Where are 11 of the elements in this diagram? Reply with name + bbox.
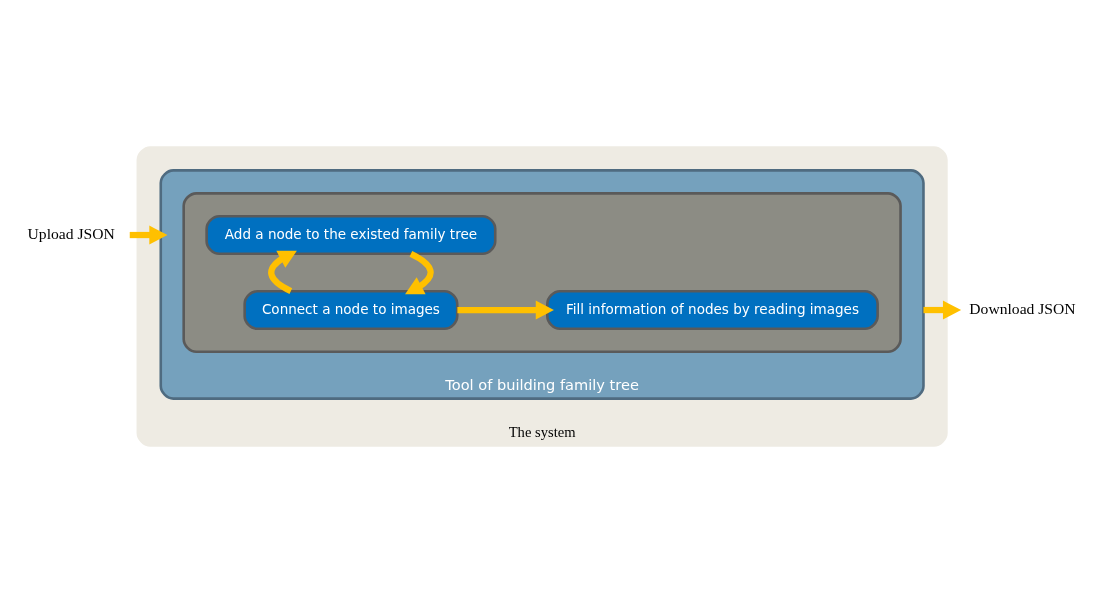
arrow bbox=[405, 250, 434, 294]
arrow bbox=[923, 300, 962, 320]
node-text: Download JSON bbox=[969, 299, 1076, 317]
cluster bbox=[182, 191, 902, 353]
node-text: Upload JSON bbox=[27, 224, 115, 242]
arrow bbox=[268, 250, 297, 294]
arrow bbox=[457, 300, 554, 320]
node-box: Add a node to the existed family tree bbox=[205, 214, 497, 255]
arrow bbox=[129, 224, 168, 245]
node-box: Fill information of nodes by reading images bbox=[546, 289, 879, 330]
node-box: Connect a node to images bbox=[243, 289, 459, 330]
